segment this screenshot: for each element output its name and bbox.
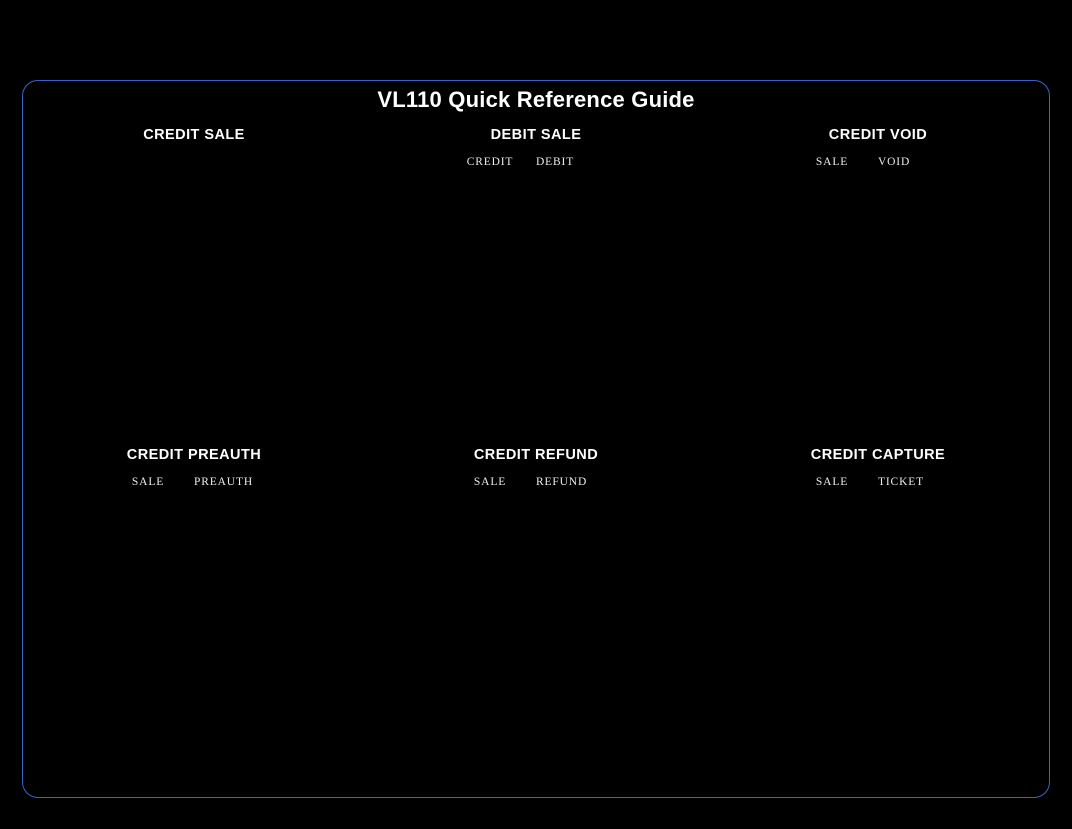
flow-step-credit-capture-2: TICKET [878,476,924,488]
section-body-credit-sale [23,172,365,440]
section-title-credit-capture: CREDIT CAPTURE [810,447,946,463]
section-title-debit-sale: DEBIT SALE [490,127,582,143]
flow-step-credit-void-1: SALE [815,156,849,168]
section-body-credit-void [707,172,1049,440]
section-body-credit-preauth [23,492,365,760]
section-title-credit-preauth: CREDIT PREAUTH [126,447,262,463]
flow-row-credit-preauth: SALE PREAUTH [23,473,365,491]
quick-reference-card: VL110 Quick Reference Guide CREDIT SALE … [22,80,1050,798]
flow-step-credit-refund-1: SALE [473,476,507,488]
section-credit-capture[interactable]: CREDIT CAPTURE SALE TICKET [707,440,1049,760]
section-title-credit-refund: CREDIT REFUND [473,447,599,463]
flow-step-credit-refund-2: REFUND [536,476,588,488]
section-credit-void[interactable]: CREDIT VOID SALE VOID [707,120,1049,440]
page-title: VL110 Quick Reference Guide [377,87,695,112]
flow-row-credit-void: SALE VOID [707,153,1049,171]
section-credit-preauth[interactable]: CREDIT PREAUTH SALE PREAUTH [23,440,365,760]
flow-step-credit-capture-1: SALE [815,476,849,488]
flow-row-credit-sale [23,153,365,171]
flow-step-debit-sale-1: CREDIT [466,156,514,168]
flow-step-credit-preauth-2: PREAUTH [194,476,253,488]
section-title-credit-void: CREDIT VOID [828,127,928,143]
section-credit-refund[interactable]: CREDIT REFUND SALE REFUND [365,440,707,760]
flow-step-credit-void-2: VOID [878,156,911,168]
section-credit-sale[interactable]: CREDIT SALE [23,120,365,440]
section-debit-sale[interactable]: DEBIT SALE CREDIT DEBIT [365,120,707,440]
flow-row-credit-refund: SALE REFUND [365,473,707,491]
section-body-credit-capture [707,492,1049,760]
section-title-credit-sale: CREDIT SALE [143,127,245,143]
flow-step-debit-sale-2: DEBIT [536,156,575,168]
section-body-debit-sale [365,172,707,440]
sections-grid: CREDIT SALE DEBIT SALE CREDIT DEBIT CRED… [23,120,1049,796]
section-body-credit-refund [365,492,707,760]
flow-row-debit-sale: CREDIT DEBIT [365,153,707,171]
flow-row-credit-capture: SALE TICKET [707,473,1049,491]
flow-step-credit-preauth-1: SALE [131,476,165,488]
